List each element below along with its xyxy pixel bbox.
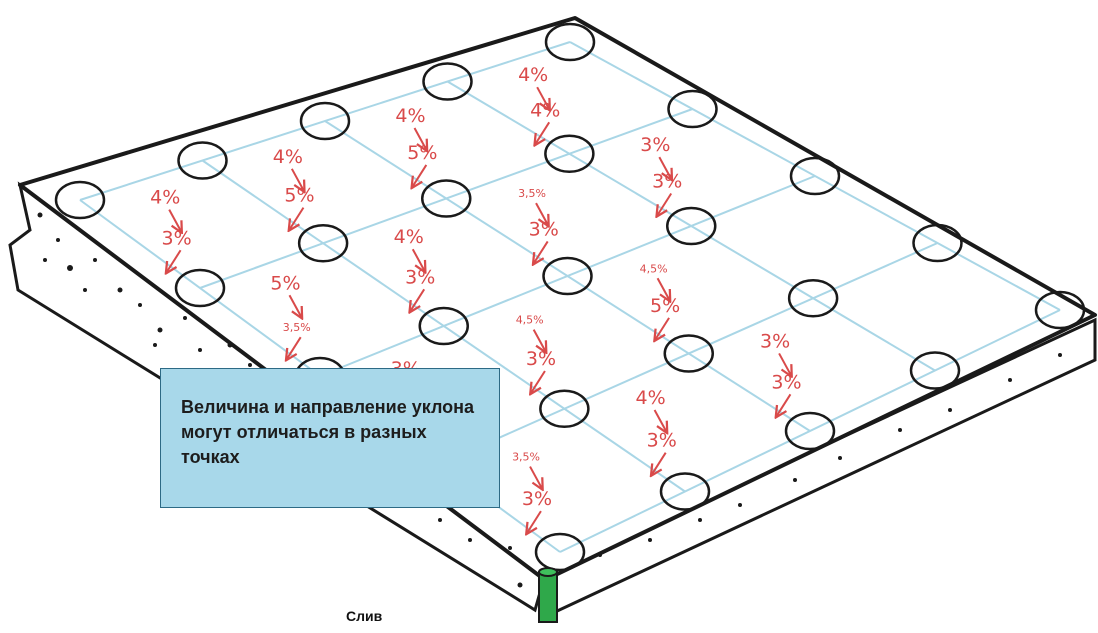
drain-point-circle [177, 141, 228, 180]
slope-arrow [655, 317, 670, 340]
drain-point-circle [174, 268, 226, 308]
drain-point-circle [544, 134, 595, 173]
slope-arrow [411, 248, 425, 271]
grid-line [559, 309, 1061, 553]
drain-point-circle [666, 206, 717, 246]
slope-label: 4,5% [640, 262, 668, 275]
slope-label: 4% [530, 99, 560, 121]
slope-arrow [167, 249, 182, 272]
drain-point-circle [667, 89, 718, 129]
drain-point-circle [909, 351, 961, 390]
slope-label: 3% [161, 227, 191, 249]
drain-point-circle [422, 62, 473, 101]
drain-point-circle [544, 22, 596, 62]
slope-arrow [536, 86, 549, 109]
slope-label: 5% [270, 272, 300, 294]
slope-label: 4% [394, 226, 424, 248]
slope-label: 4% [395, 105, 425, 127]
slope-arrow [288, 294, 301, 317]
slope-label: 3% [760, 330, 790, 352]
slope-label: 3% [640, 134, 670, 156]
drain-point-circle [912, 223, 963, 263]
slope-arrow [534, 240, 549, 263]
drain-label: Слив [346, 608, 383, 624]
grid-line [569, 41, 1061, 311]
slope-label: 4,5% [516, 314, 544, 327]
drain-point-circle [663, 334, 714, 373]
slope-label: 4% [150, 187, 180, 209]
slope-label: 3% [529, 218, 559, 240]
callout-text: Величина и направление уклона могут отли… [181, 397, 475, 467]
drain-point-circle [421, 179, 472, 218]
drain-point-circle [659, 472, 711, 511]
slope-label: 3,5% [518, 187, 546, 200]
drain-point-circle [297, 224, 349, 263]
slope-label: 5% [284, 185, 314, 207]
drain-point-circle [54, 180, 106, 220]
drain-point-circle [418, 306, 469, 346]
slope-arrow [531, 370, 546, 393]
slope-label: 3% [405, 266, 435, 288]
slope-label: 3% [652, 171, 682, 193]
drain-point-circle [787, 279, 839, 318]
slope-label: 3% [526, 348, 556, 370]
slope-label: 4% [635, 387, 665, 409]
drain-point-circle [539, 389, 590, 428]
grid-line [319, 175, 816, 377]
slope-label: 3% [647, 430, 677, 452]
slope-arrow [413, 127, 427, 150]
slope-arrow [168, 209, 181, 232]
slope-arrow [529, 466, 542, 489]
concrete-texture [37, 212, 1062, 588]
slope-arrow [658, 156, 671, 179]
slope-arrow [776, 393, 792, 416]
slope-arrow [653, 409, 667, 432]
slope-arrow [290, 168, 304, 191]
drain-point-circle [534, 532, 586, 572]
slope-arrow [412, 164, 428, 187]
slope-arrow [289, 207, 305, 230]
drain-point-circle [1034, 290, 1086, 330]
slope-label: 4% [273, 146, 303, 168]
slope-arrow [657, 192, 673, 216]
slope-arrow [410, 288, 426, 311]
slope-label: 5% [650, 295, 680, 317]
slope-arrow [778, 352, 791, 375]
slope-arrow [652, 452, 667, 475]
slope-label: 5% [407, 142, 437, 164]
grid-line [446, 80, 936, 372]
slope-arrow [656, 277, 670, 300]
info-callout: Величина и направление уклона могут отли… [160, 368, 500, 508]
slope-label: 3,5% [283, 321, 311, 334]
slope-arrow [527, 510, 542, 533]
drain-pipe [538, 567, 558, 623]
grid-line [439, 242, 938, 465]
slope-arrow [535, 121, 551, 144]
drain-point-circle [784, 411, 836, 451]
drain-point-circle [542, 256, 593, 296]
slope-label: 4% [518, 64, 548, 86]
slope-arrow [535, 202, 548, 225]
slope-label: 3% [771, 371, 801, 393]
slope-arrow [287, 336, 302, 359]
slope-label: 3% [522, 488, 552, 510]
slope-arrows [167, 86, 792, 533]
drain-point-circle [299, 101, 351, 141]
drain-point-circle [789, 156, 841, 196]
slope-arrow [532, 329, 546, 352]
slope-label: 3,5% [512, 451, 540, 464]
